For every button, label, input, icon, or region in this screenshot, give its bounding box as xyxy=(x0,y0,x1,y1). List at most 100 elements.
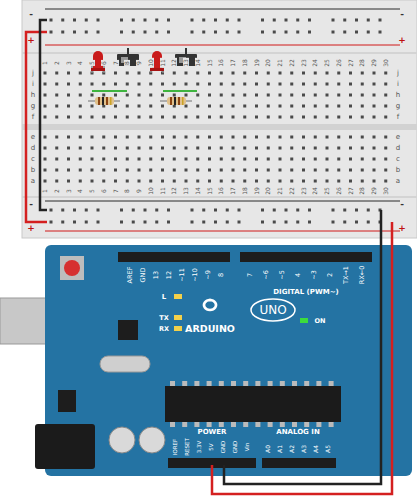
hole xyxy=(73,209,76,212)
hole xyxy=(114,105,117,108)
hole xyxy=(61,31,64,34)
hole xyxy=(185,136,188,139)
hole xyxy=(220,180,223,183)
hole xyxy=(332,31,335,34)
hole xyxy=(243,105,246,108)
hole xyxy=(91,158,94,161)
chip-pin xyxy=(170,422,175,427)
breadboard-label: 20 xyxy=(265,186,271,196)
header xyxy=(118,252,230,262)
hole xyxy=(220,83,223,86)
hole xyxy=(290,105,293,108)
breadboard-label: 11 xyxy=(160,58,166,68)
rail-line xyxy=(45,201,400,202)
hole xyxy=(55,169,58,172)
breadboard-label: d xyxy=(31,145,35,152)
breadboard-label: 14 xyxy=(195,58,201,68)
hole xyxy=(355,209,358,212)
hole xyxy=(326,136,329,139)
hole xyxy=(367,31,370,34)
pin-label: 7 xyxy=(247,273,254,277)
hole xyxy=(285,221,288,224)
hole xyxy=(79,169,82,172)
hole xyxy=(279,147,282,150)
hole xyxy=(373,180,376,183)
pin-label: ~11 xyxy=(179,268,186,282)
chip-pin xyxy=(268,381,273,386)
hole xyxy=(373,136,376,139)
hole xyxy=(202,19,205,22)
hole xyxy=(185,158,188,161)
hole xyxy=(232,116,235,119)
hole xyxy=(367,209,370,212)
breadboard-label: 1 xyxy=(42,60,48,66)
header xyxy=(262,458,336,468)
pin-label: ARDUINO xyxy=(185,324,235,334)
hole xyxy=(232,83,235,86)
hole xyxy=(173,147,176,150)
hole xyxy=(114,94,117,97)
hole xyxy=(91,83,94,86)
hole xyxy=(314,72,317,75)
pin-label: 3.3V xyxy=(197,441,203,454)
hole xyxy=(102,169,105,172)
pin-label: RX xyxy=(159,326,169,333)
breadboard-groove xyxy=(22,124,417,130)
hole xyxy=(267,105,270,108)
hole xyxy=(161,169,164,172)
rail-line xyxy=(45,9,400,10)
breadboard-label: d xyxy=(396,145,400,152)
hole xyxy=(44,116,47,119)
hole xyxy=(220,158,223,161)
hole xyxy=(349,169,352,172)
hole xyxy=(173,116,176,119)
hole xyxy=(138,94,141,97)
hole xyxy=(79,180,82,183)
hole xyxy=(185,180,188,183)
hole xyxy=(326,158,329,161)
pin-label: ~6 xyxy=(263,270,270,280)
hole xyxy=(138,158,141,161)
hole xyxy=(290,72,293,75)
pin-label: 12 xyxy=(166,271,173,279)
chip-pin xyxy=(268,422,273,427)
hole xyxy=(337,105,340,108)
breadboard-label: 15 xyxy=(207,58,213,68)
hole xyxy=(314,169,317,172)
pin-label: TX xyxy=(159,315,168,322)
breadboard-label: 12 xyxy=(171,58,177,68)
hole xyxy=(373,83,376,86)
hole xyxy=(155,209,158,212)
pin-label: A5 xyxy=(325,445,331,453)
hole xyxy=(149,116,152,119)
hole xyxy=(261,31,264,34)
hole xyxy=(50,31,53,34)
breadboard xyxy=(22,0,417,238)
chip-pin xyxy=(292,381,297,386)
hole xyxy=(185,105,188,108)
chip-pin xyxy=(231,422,236,427)
hole xyxy=(149,136,152,139)
wire-black xyxy=(224,210,381,484)
hole xyxy=(208,147,211,150)
hole xyxy=(367,221,370,224)
hole xyxy=(167,209,170,212)
breadboard-label: 22 xyxy=(289,58,295,68)
breadboard-label: 14 xyxy=(195,186,201,196)
hole xyxy=(302,72,305,75)
hole xyxy=(279,136,282,139)
hole xyxy=(161,147,164,150)
hole xyxy=(73,19,76,22)
hole xyxy=(243,136,246,139)
hole xyxy=(126,72,129,75)
hole xyxy=(220,94,223,97)
hole xyxy=(85,31,88,34)
hole xyxy=(355,19,358,22)
hole xyxy=(279,72,282,75)
reset-button xyxy=(64,260,80,276)
breadboard-label: 8 xyxy=(124,60,130,66)
rail-line xyxy=(45,231,400,232)
hole xyxy=(202,31,205,34)
hole xyxy=(185,147,188,150)
arduino-board xyxy=(45,245,412,476)
